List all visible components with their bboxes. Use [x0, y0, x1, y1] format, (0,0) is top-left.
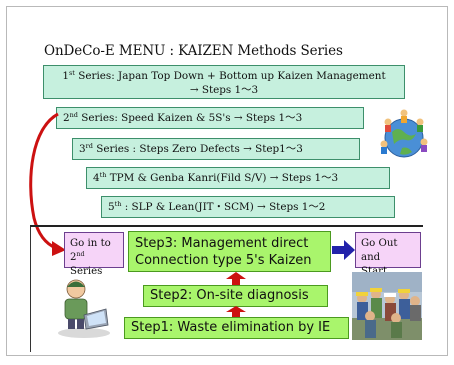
- series-1-num: 1: [62, 70, 69, 82]
- series-4-suffix: th: [99, 171, 107, 179]
- step3-box[interactable]: Step3: Management direct Connection type…: [128, 231, 331, 272]
- go-in-suffix: nd: [76, 251, 85, 258]
- series-2-box[interactable]: 2nd Series: Speed Kaizen & 5S's → Steps …: [56, 107, 364, 129]
- go-in-num: 2: [70, 252, 77, 263]
- go-out-box[interactable]: Go Out and Start Kaizen: [355, 232, 421, 291]
- series-3-suffix: rd: [85, 142, 93, 150]
- series-1-box[interactable]: 1st Series: Japan Top Down + Bottom up K…: [43, 65, 405, 99]
- section-divider: [30, 225, 423, 227]
- menu-title: OnDeCo-E MENU : KAIZEN Methods Series: [44, 43, 343, 59]
- go-in-line2: 2nd Series: [70, 251, 118, 279]
- series-4-box[interactable]: 4th TPM & Genba Kanri(Fild S/V) → Steps …: [86, 167, 390, 189]
- go-out-line1: Go Out and: [361, 238, 398, 263]
- series-3-box[interactable]: 3rd Series : Steps Zero Defects → Step1～…: [72, 138, 360, 160]
- series-1-text: Series: Japan Top Down + Bottom up Kaize…: [74, 70, 386, 82]
- series-3-num: 3: [79, 143, 86, 155]
- person-at-laptop-icon: [58, 279, 110, 338]
- go-in-line1: Go in to: [70, 238, 111, 249]
- series-3-text: Series : Steps Zero Defects → Step1～3: [92, 143, 303, 155]
- step1-box[interactable]: Step1: Waste elimination by IE: [124, 317, 349, 339]
- series-2-text: Series: Speed Kaizen & 5S's → Steps 1～3: [77, 112, 303, 124]
- series-5-text: : SLP & Lean(JIT・SCM) → Steps 1～2: [121, 201, 326, 213]
- series-4-text: TPM & Genba Kanri(Fild S/V) → Steps 1～3: [106, 172, 339, 184]
- series-2-suffix: nd: [69, 111, 78, 119]
- step3-line2: Connection type 5's Kaizen: [135, 253, 312, 268]
- workers-crowd-photo: [352, 272, 422, 340]
- series-4-num: 4: [93, 172, 100, 184]
- step2-label: Step2: On-site diagnosis: [150, 288, 309, 303]
- blue-right-arrow-icon: [332, 240, 355, 260]
- step2-box[interactable]: Step2: On-site diagnosis: [143, 285, 328, 307]
- go-in-box[interactable]: Go in to 2nd Series: [64, 232, 124, 277]
- globe-with-people-icon: [380, 109, 428, 158]
- series-1-suffix: st: [68, 69, 75, 77]
- step1-label: Step1: Waste elimination by IE: [131, 320, 331, 335]
- series-1-line2: → Steps 1～3: [189, 84, 259, 96]
- series-5-num: 5: [108, 201, 115, 213]
- red-up-arrow-icon: [226, 306, 246, 318]
- curved-red-arrow-icon: [29, 112, 66, 256]
- red-up-arrow-icon: [226, 272, 246, 286]
- left-border-line: [30, 227, 31, 352]
- series-5-box[interactable]: 5th : SLP & Lean(JIT・SCM) → Steps 1～2: [101, 196, 395, 218]
- step3-line1: Step3: Management direct: [135, 236, 309, 251]
- series-1-line1: 1st Series: Japan Top Down + Bottom up K…: [50, 69, 398, 83]
- go-in-rest: Series: [70, 266, 103, 277]
- series-5-suffix: th: [114, 200, 122, 208]
- series-2-num: 2: [63, 112, 70, 124]
